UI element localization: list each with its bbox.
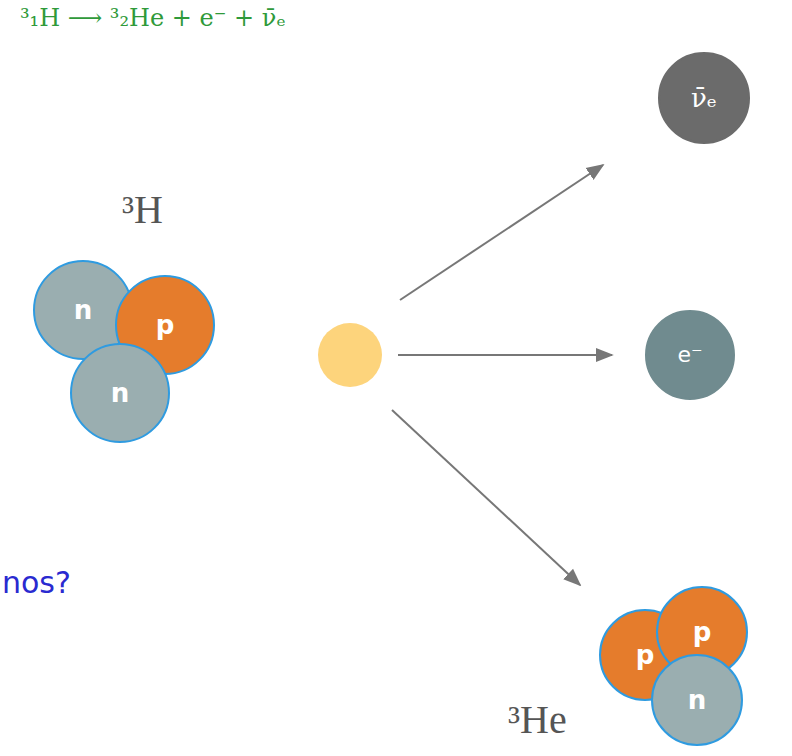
particle-symbol: n bbox=[111, 379, 130, 408]
particle-circle: ν̄ₑ bbox=[658, 52, 750, 144]
emission-arrow bbox=[398, 354, 612, 356]
particle-circle: n bbox=[70, 343, 170, 443]
particle-circle: n bbox=[651, 654, 743, 746]
particle-circle: e⁻ bbox=[645, 310, 735, 400]
particle-symbol: n bbox=[74, 296, 93, 325]
nucleus-label: ³He bbox=[508, 700, 567, 740]
nucleus-label: ³H bbox=[122, 190, 163, 230]
emission-arrow bbox=[400, 165, 603, 300]
particle-symbol: p bbox=[693, 618, 712, 647]
emission-arrow bbox=[392, 410, 580, 585]
nucleus: ³H n p n bbox=[20, 190, 250, 450]
particle-symbol: n bbox=[688, 686, 707, 715]
particle-symbol: ν̄ₑ bbox=[691, 84, 717, 113]
decay-equation: ³₁H ⟶ ³₂He + e⁻ + ν̄ₑ bbox=[20, 4, 286, 32]
decay-point bbox=[318, 323, 382, 387]
nucleus: ³He p p n bbox=[480, 570, 780, 754]
slide-text: nos? bbox=[2, 565, 71, 600]
particle-symbol: p bbox=[156, 311, 175, 340]
particle-symbol: e⁻ bbox=[677, 343, 702, 367]
particle-symbol: p bbox=[636, 641, 655, 670]
